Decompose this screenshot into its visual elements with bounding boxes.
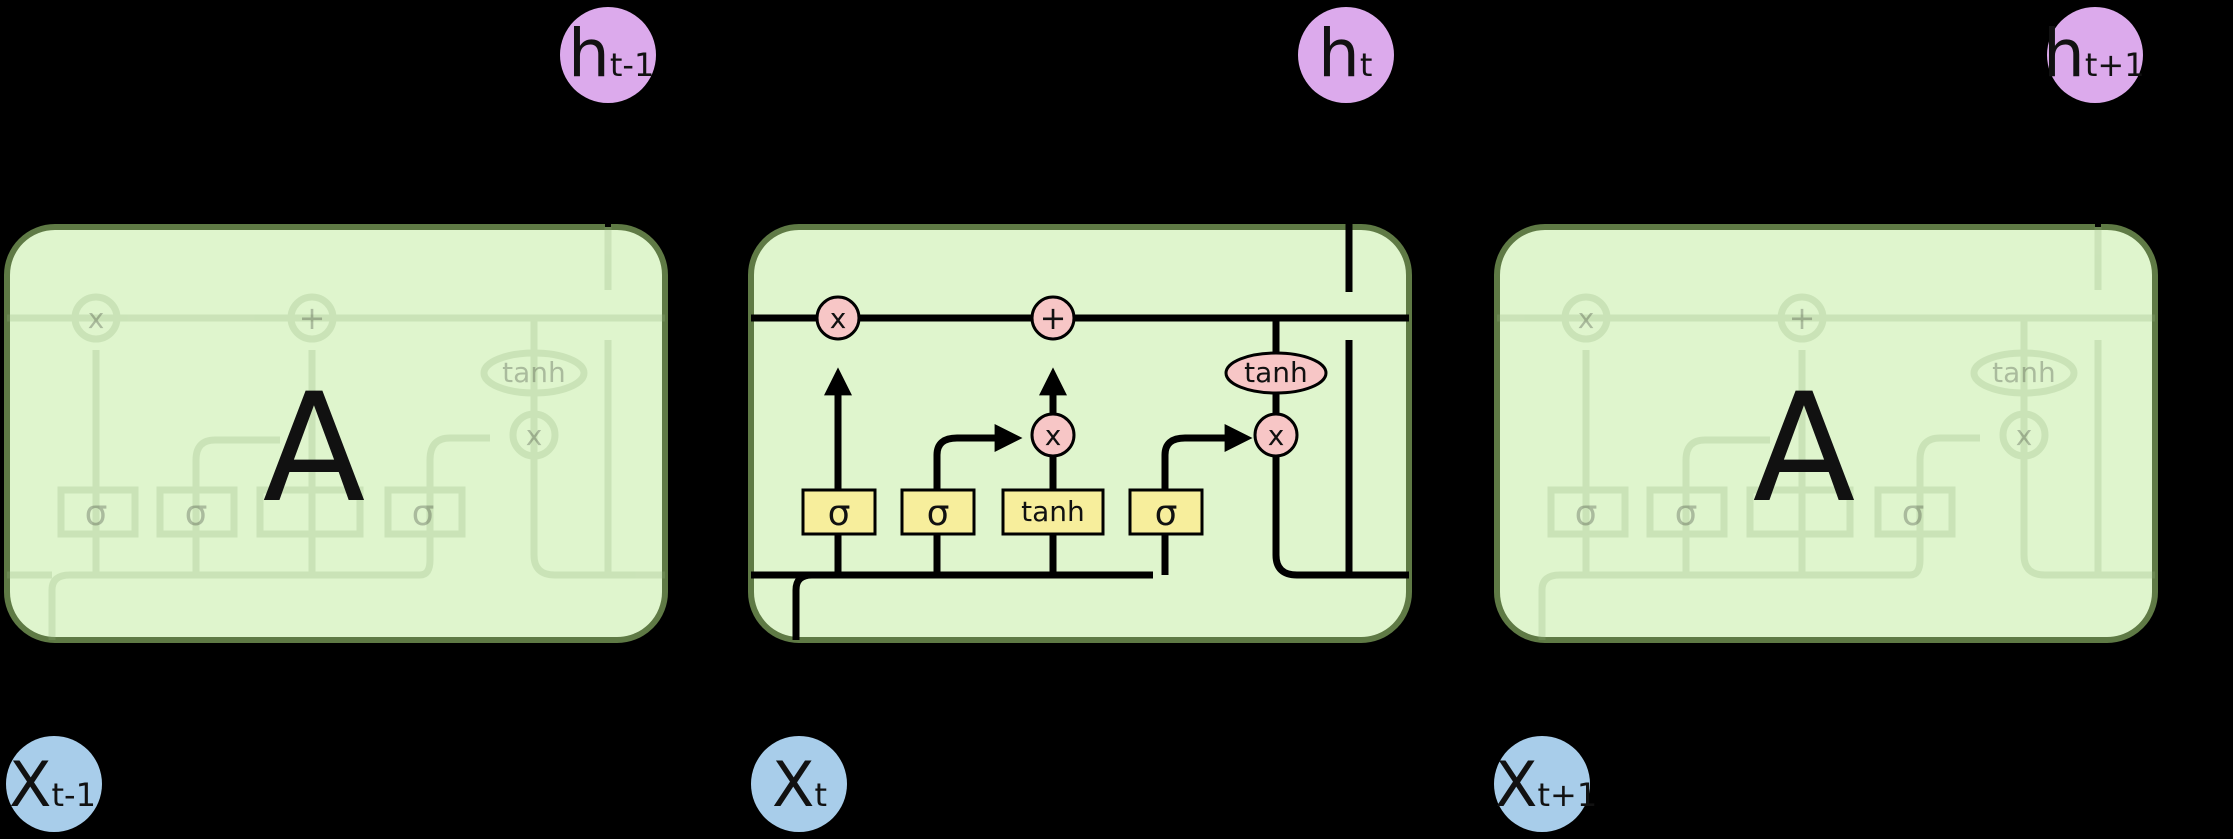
cell-box: [4, 224, 668, 643]
multiply-op-label: x: [88, 302, 105, 335]
svg-text:ht: ht: [1318, 15, 1372, 92]
input-gate-wire: [933, 424, 1023, 575]
output-gate-wire: [1161, 424, 1253, 575]
node-subscript: t+1: [1537, 776, 1597, 814]
gate-label: σ: [1155, 493, 1178, 534]
gate-label: σ: [1902, 493, 1925, 534]
gate-label: σ: [1675, 493, 1698, 534]
multiply-op-label: x: [1268, 419, 1285, 452]
output-node-h-prev: ht-1: [560, 7, 656, 103]
svg-text:ht+1: ht+1: [2043, 15, 2145, 92]
input-gate-box: [900, 488, 976, 536]
hidden-output-wire: [1272, 457, 1409, 579]
node-base: h: [2043, 15, 2085, 92]
tanh-op-label: tanh: [502, 356, 566, 389]
candidate-gate-box: [1001, 488, 1105, 536]
node-base: h: [568, 15, 610, 92]
output-multiply-op: [1253, 412, 1299, 458]
lstm-cell-left: σ σ σ x + tanh x A: [4, 222, 668, 643]
node-subscript: t-1: [51, 776, 95, 814]
tanh-op-label: tanh: [1992, 356, 2056, 389]
cell-internal-labels: σ σ σ x + tanh x: [85, 299, 566, 534]
input-connector: [792, 571, 813, 640]
gate-label: σ: [85, 493, 108, 534]
multiply-op-label: x: [526, 419, 543, 452]
gate-label: σ: [185, 493, 208, 534]
gate-label: σ: [828, 493, 851, 534]
multiply-op-label: x: [1045, 419, 1062, 452]
gate-label: σ: [1575, 493, 1598, 534]
node-subscript: t: [814, 776, 827, 814]
block-label: A: [1753, 362, 1856, 536]
input-node-x-prev: Xt-1: [6, 736, 102, 832]
output-gate-box: [1128, 488, 1204, 536]
node-subscript: t: [1360, 46, 1373, 84]
tanh-op: [1224, 351, 1328, 395]
cell-internal-labels: σ σ σ x + tanh x: [1575, 299, 2056, 534]
tanh-op-label: tanh: [1244, 356, 1308, 389]
multiply-op-label: x: [1578, 302, 1595, 335]
output-node-h-current: ht: [1298, 7, 1394, 103]
svg-text:Xt-1: Xt-1: [9, 748, 96, 821]
cell-box: [748, 224, 1412, 643]
add-op-label: +: [1789, 299, 1816, 337]
cell-internals: [1497, 227, 2155, 640]
gate-label: tanh: [1021, 495, 1085, 528]
node-subscript: t+1: [2085, 46, 2145, 84]
gate-label: σ: [412, 493, 435, 534]
add-op: [1030, 295, 1076, 341]
input-multiply-op: [1030, 412, 1076, 458]
output-node-h-next: ht+1: [2043, 7, 2145, 103]
node-base: X: [1495, 748, 1537, 821]
cell-internals: [7, 227, 665, 640]
svg-text:ht-1: ht-1: [568, 15, 654, 92]
node-subscript: t-1: [610, 46, 654, 84]
svg-text:Xt: Xt: [772, 748, 827, 821]
block-label: A: [263, 362, 366, 536]
multiply-op-label: x: [830, 302, 847, 335]
forget-multiply-op: [815, 295, 861, 341]
forget-gate-box: [801, 488, 877, 536]
lstm-cell-right: σ σ σ x + tanh x A: [1494, 222, 2158, 643]
add-op-label: +: [299, 299, 326, 337]
gate-label: σ: [927, 493, 950, 534]
node-base: X: [772, 748, 814, 821]
node-base: X: [9, 748, 51, 821]
lstm-cell-center: σ σ tanh σ x + x tanh x: [748, 222, 1412, 643]
input-node-x-current: Xt: [751, 736, 847, 832]
node-base: h: [1318, 15, 1360, 92]
multiply-op-label: x: [2016, 419, 2033, 452]
cell-box: [1494, 224, 2158, 643]
add-op-label: +: [1040, 299, 1067, 337]
svg-text:Xt+1: Xt+1: [1495, 748, 1597, 821]
input-node-x-next: Xt+1: [1494, 736, 1597, 832]
